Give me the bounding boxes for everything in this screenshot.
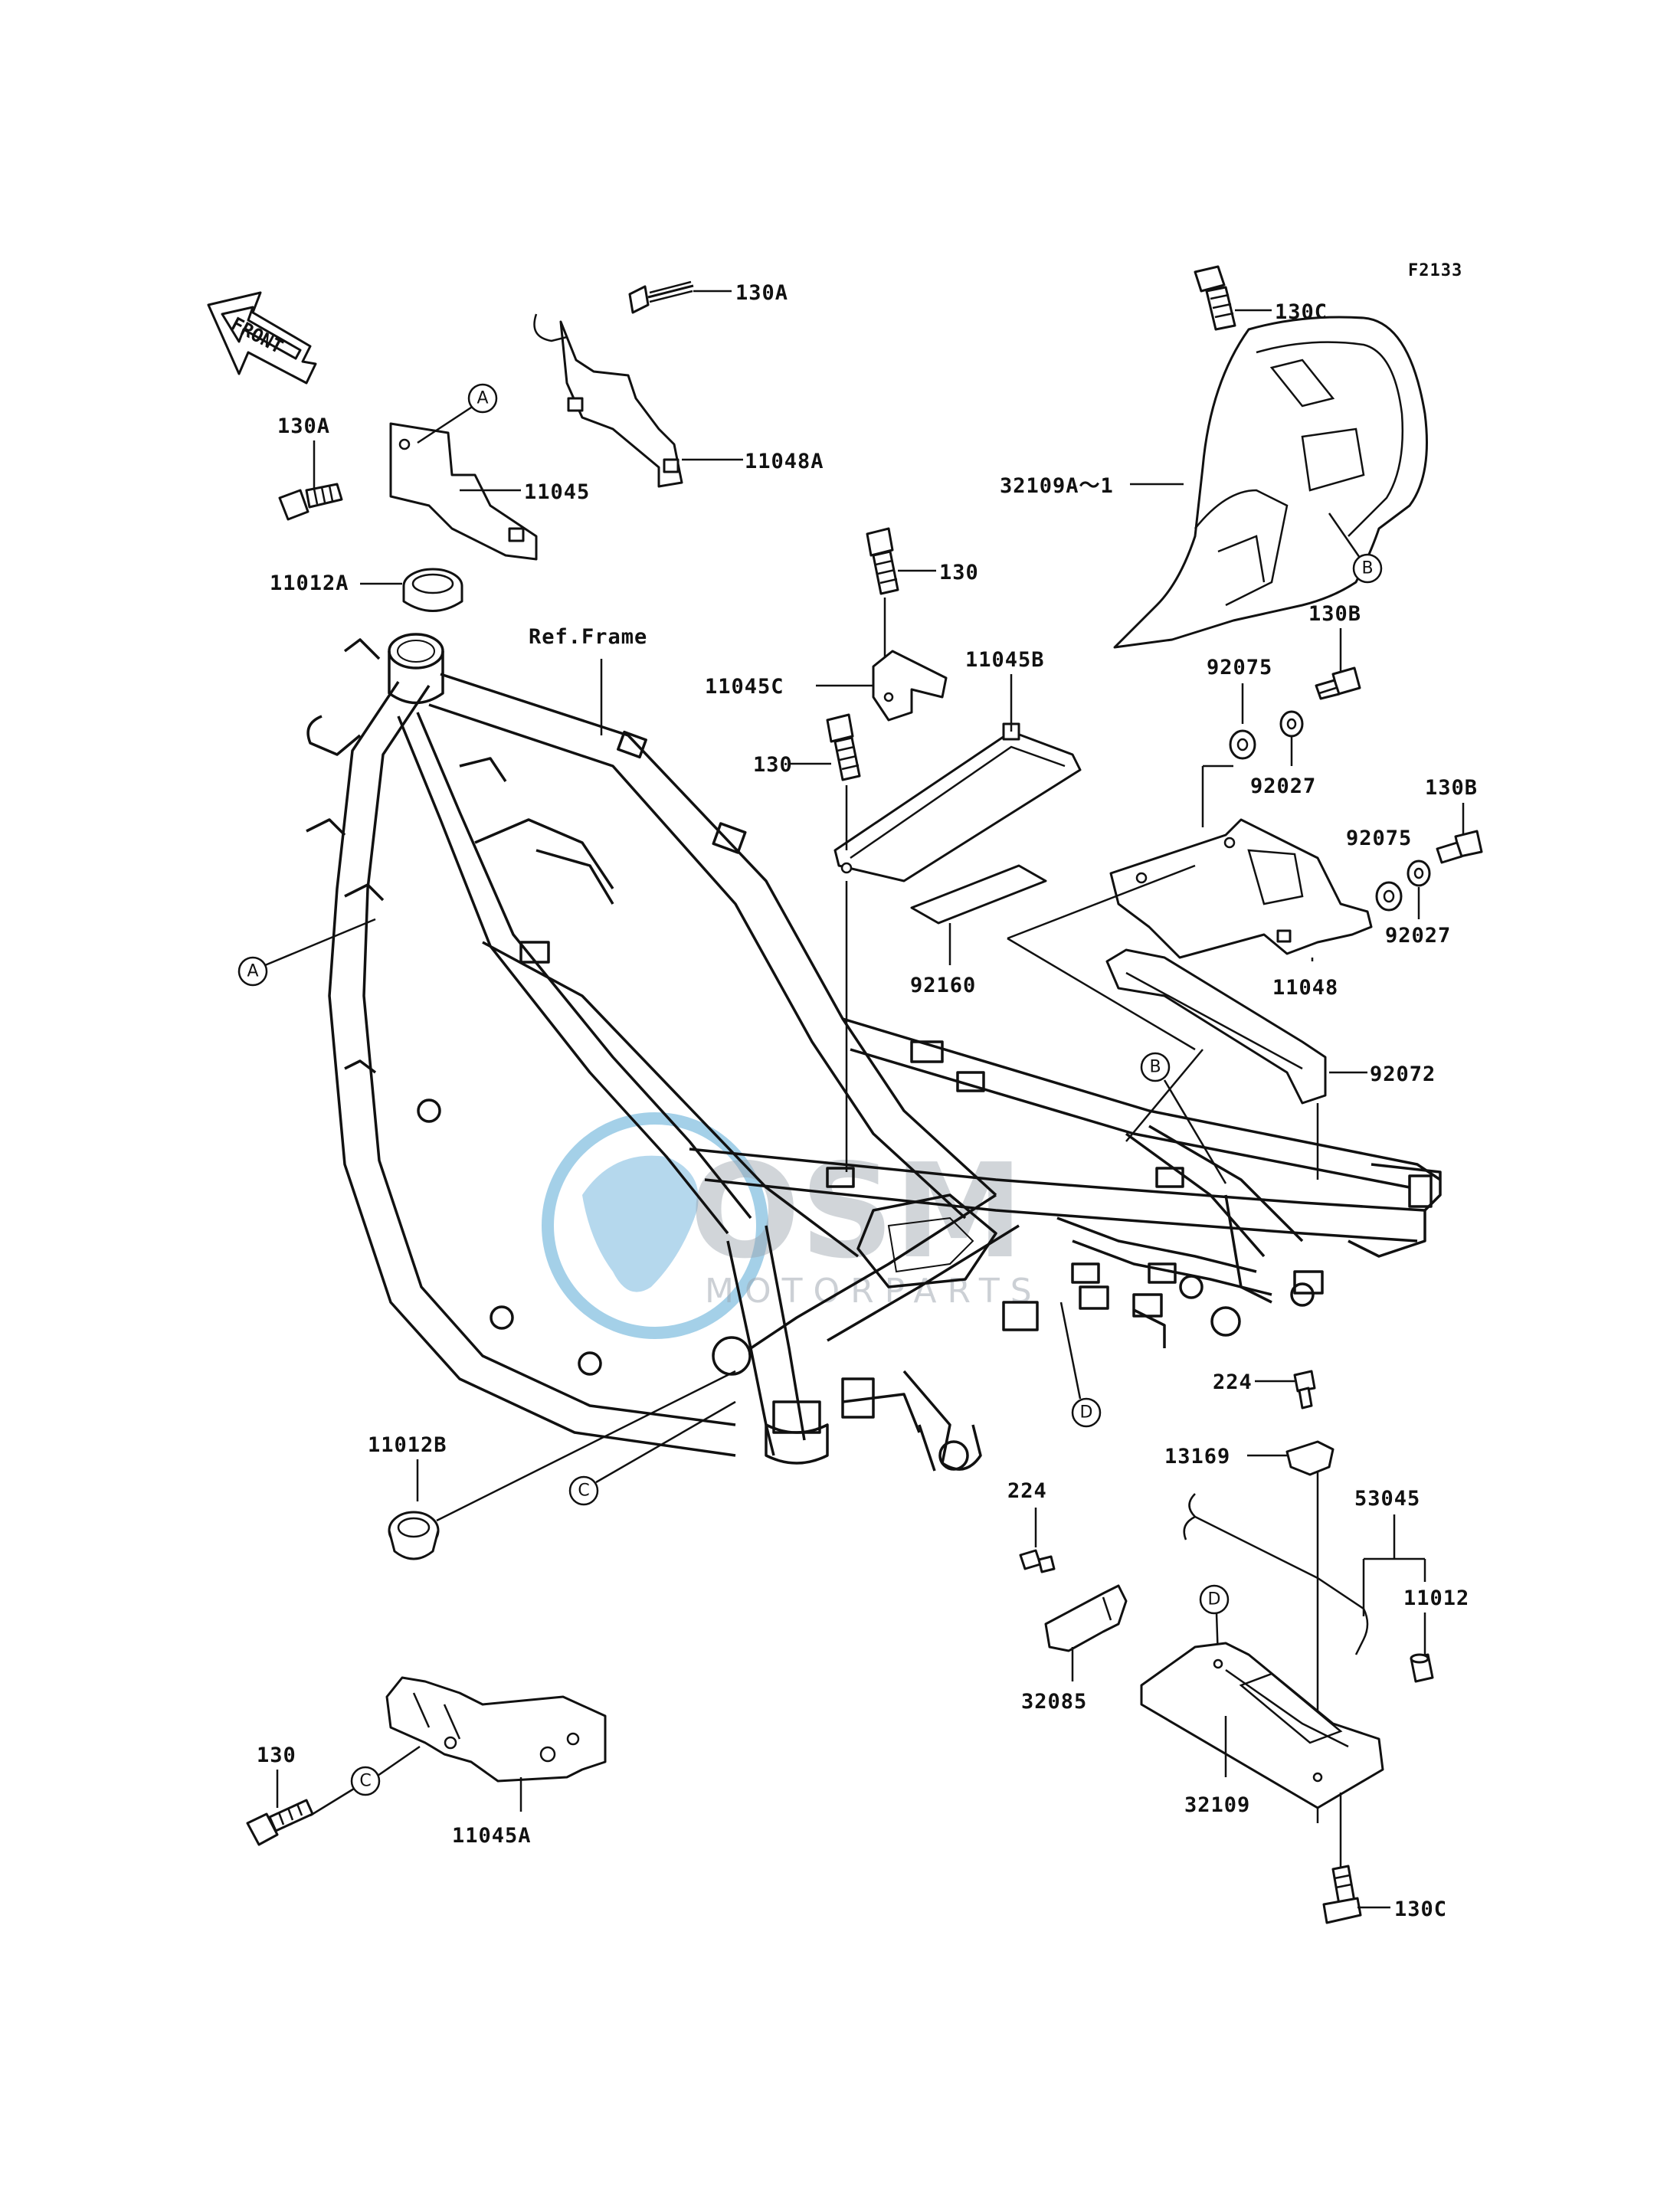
drawing-code: F2133 [1408,261,1462,280]
ref-letter-B2: B [1149,1058,1161,1077]
pad-92160 [910,864,1047,925]
callout-11048A: 11048A [745,450,824,473]
callout-130-mid: 130 [753,753,793,777]
bolt-130-bottom [246,1799,314,1846]
cover-32109A [1113,316,1428,649]
callout-130-top: 130 [939,561,979,584]
callout-224-1: 224 [1213,1370,1253,1394]
bolt-130B-1 [1315,666,1361,700]
callout-130A-left: 130A [277,414,330,438]
plate-11045B [833,722,1082,882]
callout-11045C: 11045C [705,675,784,699]
screw-224-2 [1019,1549,1056,1573]
callout-130C-bottom: 130C [1394,1897,1447,1921]
callout-11048: 11048 [1272,976,1338,1000]
watermark-subtext: MOTORPARTS [705,1272,1043,1311]
callout-32109: 32109 [1184,1793,1250,1817]
bracket-11045C [872,650,948,722]
ref-frame-label: Ref.Frame [529,625,647,649]
ref-letter-C1: C [578,1482,589,1501]
bolt-130C-bottom [1322,1865,1362,1924]
bracket-11048A [533,313,683,488]
wire-53045 [1183,1493,1369,1655]
callout-92075-1: 92075 [1207,656,1272,679]
bolt-130B-2 [1436,830,1483,864]
callout-11045B: 11045B [965,648,1045,672]
ref-letter-A1: A [476,389,488,408]
ref-letter-A2: A [247,962,258,981]
bracket-11045 [389,422,538,561]
callout-11012B: 11012B [368,1433,447,1457]
bracket-11048 [1109,818,1373,959]
bracket-32085 [1044,1584,1128,1652]
bolt-130A-top [628,280,694,314]
cap-11012 [1410,1653,1434,1683]
front-arrow-icon: FRONT [207,291,317,385]
callout-11012: 11012 [1403,1586,1469,1610]
ref-letter-D2: D [1208,1590,1221,1609]
grommet-11012B [388,1511,440,1560]
callout-11012A: 11012A [270,571,349,595]
screw-224-1 [1293,1370,1316,1410]
callout-32109A: 32109A～1 [1000,474,1114,498]
nut-92027-1 [1279,710,1304,738]
callout-92027-1: 92027 [1250,774,1316,798]
callout-92075-2: 92075 [1346,827,1412,850]
ref-letter-D1: D [1080,1403,1093,1423]
callout-130-bottom: 130 [257,1744,296,1767]
tray-32109 [1140,1642,1384,1823]
callout-92072: 92072 [1370,1062,1436,1086]
watermark-globe [542,1112,768,1339]
callout-11045A: 11045A [452,1824,532,1848]
callout-130B-2: 130B [1425,776,1478,800]
ref-letter-B1: B [1361,559,1373,578]
callout-92160: 92160 [910,974,976,997]
callout-92027-2: 92027 [1385,924,1451,948]
callout-224-2: 224 [1007,1479,1047,1503]
ref-letter-C2: C [359,1772,371,1791]
bolt-130-top [866,527,899,595]
watermark: OSM MOTORPARTS [542,1112,1043,1339]
callout-53045: 53045 [1354,1487,1420,1511]
washer-92075-1 [1229,729,1256,760]
bolt-130-mid [826,713,861,781]
grommet-11012A [402,568,463,612]
callout-32085: 32085 [1021,1690,1087,1714]
callout-130A-top: 130A [735,281,788,305]
callout-13169: 13169 [1164,1445,1230,1468]
bracket-11045A [385,1676,607,1783]
bolt-130C-top [1194,265,1236,331]
bolt-130A-left [278,483,343,521]
strap-92072 [1105,948,1327,1105]
clip-13169 [1285,1440,1335,1476]
callout-11045: 11045 [524,480,590,504]
nut-92027-2 [1407,859,1431,887]
callout-130B-1: 130B [1308,602,1361,626]
washer-92075-2 [1375,881,1403,912]
watermark-continents [582,1155,699,1292]
